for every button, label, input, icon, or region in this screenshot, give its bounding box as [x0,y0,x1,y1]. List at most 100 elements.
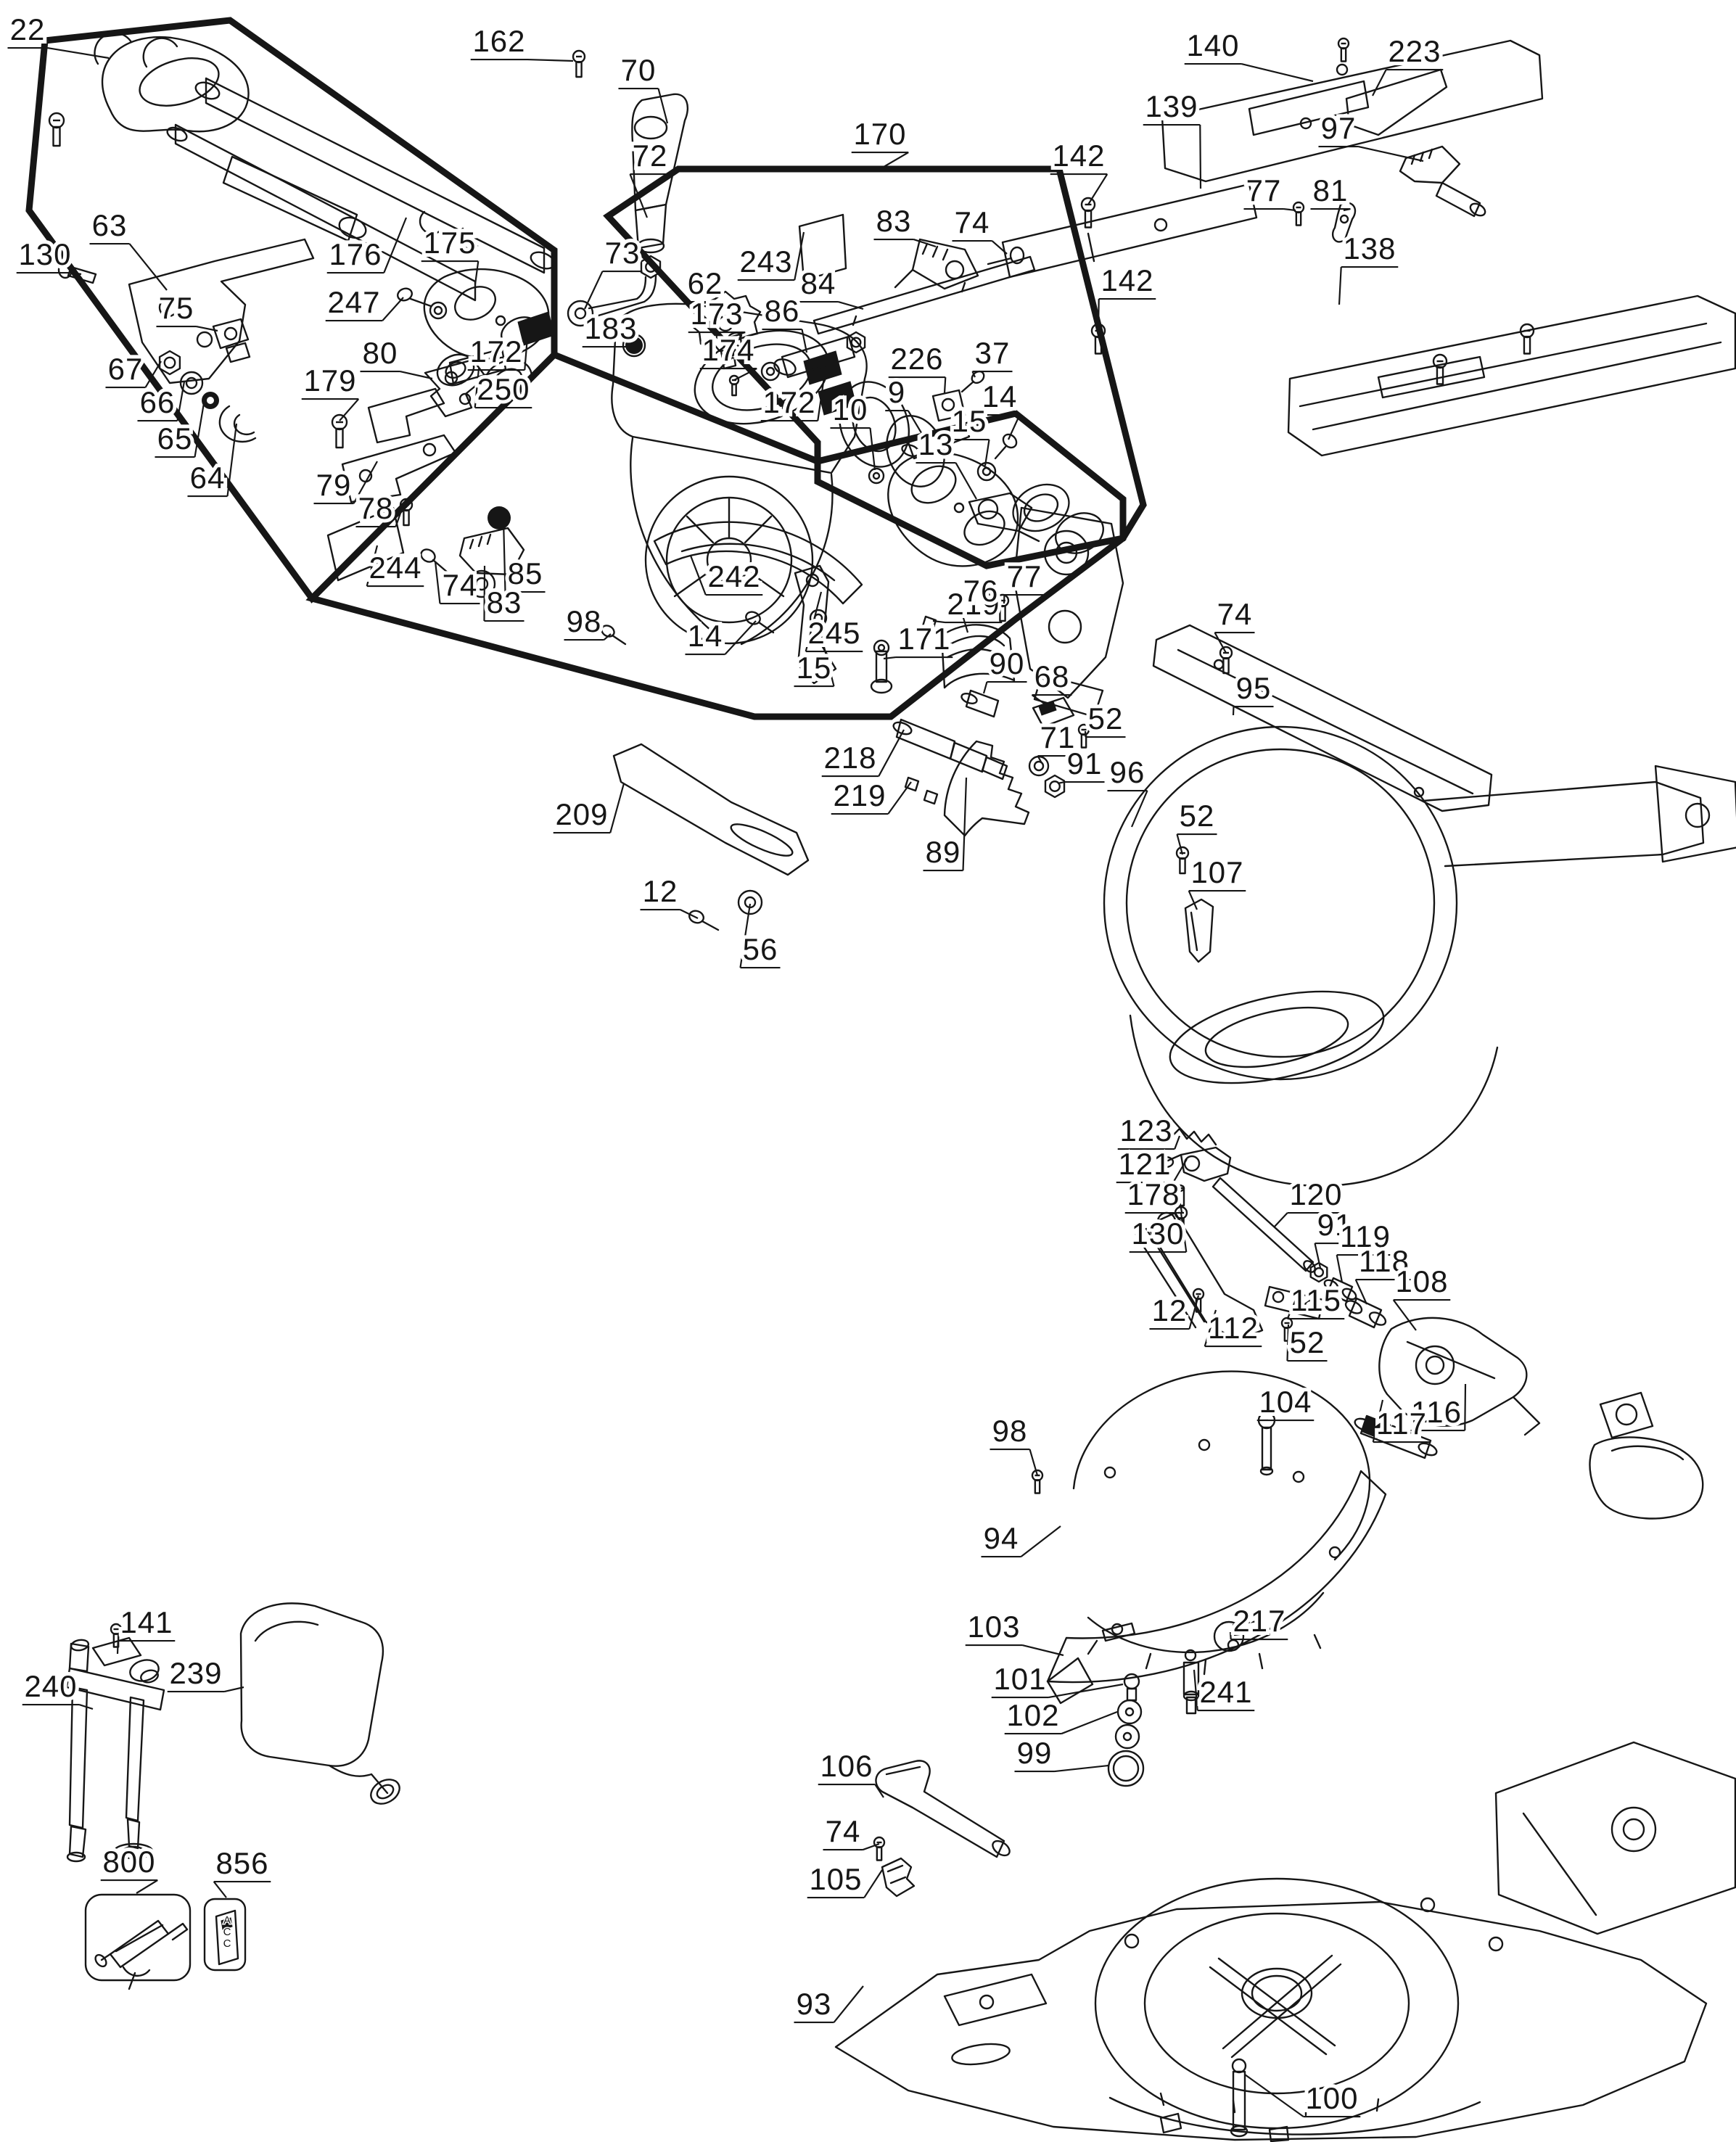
part-sketch [1212,1177,1315,1272]
leader-line-171 [883,656,953,660]
part-sketch [1287,294,1736,457]
part-sketch [951,2043,1011,2066]
part-label-83: 83 [487,585,522,619]
leader-line-14 [979,413,1021,440]
part-label-175: 175 [423,226,476,260]
washer-dark-hole [207,397,214,404]
part-sketch [477,535,483,548]
leader-line-178 [1124,1193,1183,1214]
part-sketch [203,1898,247,1972]
leader-line-219 [932,619,1003,624]
part-sketch [960,693,978,704]
part-sketch-solid [488,506,511,530]
part-sketch [194,81,221,100]
part-sketch [1331,202,1357,243]
part-label-75: 75 [159,291,194,325]
screw-shaft [731,383,737,397]
part-sketch [1002,433,1018,449]
part-sketch [728,331,742,342]
part-label-98: 98 [567,604,602,638]
leader-line-14 [685,620,757,656]
part-sketch [1413,786,1425,798]
part-sketch [965,689,1000,718]
part-sketch [423,268,550,360]
part-sketch [701,920,720,931]
leader-line-96 [1107,789,1148,828]
leader-line-179 [301,397,360,421]
part-label-76: 76 [963,574,999,608]
leader-line-63 [89,242,168,291]
part-sketch [1336,63,1349,76]
part-sketch [1377,355,1486,399]
part-sketch [946,648,1007,660]
washer-outer [760,361,781,382]
part-sketch [644,475,814,645]
part-sketch [326,506,405,582]
part-sketch [126,1818,141,1850]
nut-hole [163,356,176,369]
leader-line-74 [952,239,1008,255]
part-sketch [1494,1741,1736,1935]
leader-line-183 [582,342,640,348]
leader-line-77 [1243,207,1296,212]
part-sketch [1512,1396,1541,1436]
part-label-162: 162 [472,24,525,58]
part-sketch [530,251,556,270]
leader-line-83 [483,565,524,622]
leader-line-172 [760,376,826,422]
part-sketch [1328,1546,1341,1559]
part-sketch [328,1764,389,1795]
part-sketch [1161,39,1544,183]
part-label-121: 121 [1118,1147,1171,1181]
part-label-93: 93 [797,1987,832,2021]
part-sketch [1268,2125,1290,2142]
part-sketch [1055,541,1078,564]
part-label-244: 244 [369,551,421,585]
part-label-115: 115 [1291,1283,1341,1317]
part-label-68: 68 [1034,659,1070,693]
part-sketch [1046,1470,1387,1684]
part-sketch [1145,1227,1206,1323]
leader-line-175 [421,260,480,285]
part-sketch [680,543,836,582]
leader-line-800 [100,1879,158,1894]
leader-line-77 [1003,593,1045,604]
part-label-84: 84 [801,266,836,300]
part-label-15: 15 [797,651,832,685]
part-label-77: 77 [1246,173,1282,207]
screw-shaft [335,427,344,449]
leader-line-118 [1354,1278,1413,1305]
leader-line-130 [1129,1212,1188,1253]
part-label-108: 108 [1395,1264,1448,1298]
part-sketch [483,359,532,401]
part-sketch [886,1864,904,1873]
part-sketch [1087,1639,1098,1655]
part-sketch [1124,1933,1140,1949]
washer-outer [976,461,997,482]
part-label-209: 209 [555,797,608,831]
leader-line-219 [831,781,912,815]
part-sketch [1159,2112,1182,2134]
part-sketch [65,1667,165,1711]
part-label-172: 172 [762,385,815,419]
zone-outlines [25,17,1147,720]
part-sketch [895,718,956,760]
leader-line-121 [1116,1158,1188,1184]
leader-line-78 [355,504,405,528]
leader-line-74 [823,1842,880,1851]
part-sketch [630,437,725,643]
part-label-62: 62 [688,266,723,300]
leader-line-176 [326,217,408,274]
part-label-74: 74 [443,568,478,602]
part-label-81: 81 [1313,173,1349,207]
leader-line-76 [960,608,1001,633]
part-sketch [1108,2096,1481,2135]
part-sketch [1422,780,1705,868]
leader-line-856 [213,1880,271,1898]
part-sketch [717,315,734,332]
part-sketch [737,889,763,915]
part-sketch [1153,218,1168,232]
part-sketch [1258,1652,1264,1670]
part-label-142: 142 [1101,263,1153,297]
part-sketch [994,445,1007,460]
